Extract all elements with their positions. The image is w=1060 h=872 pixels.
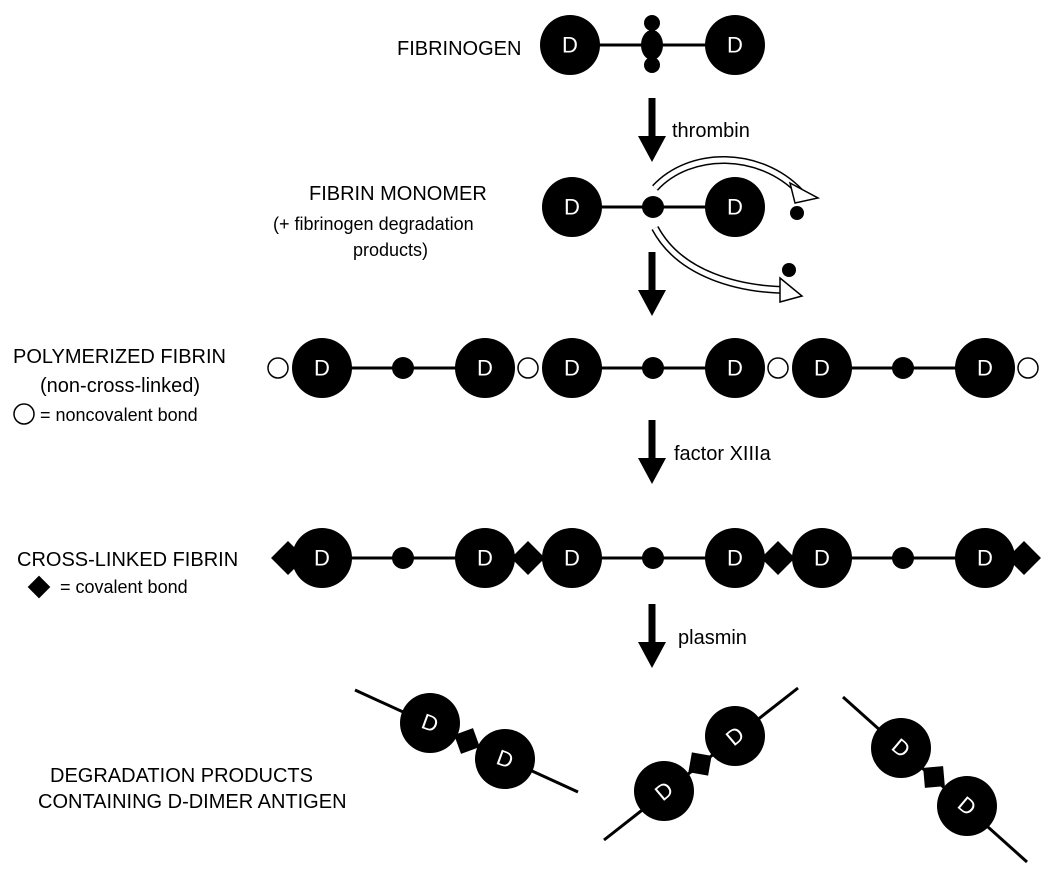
fibrinogen-label: FIBRINOGEN: [397, 38, 521, 60]
d-dimer-fragment: D D: [603, 686, 799, 842]
thrombin-arrow: [638, 98, 666, 162]
cross-linked-fibrin-chain: D D D D D D: [271, 528, 1041, 588]
d-dimer-fragment: D D: [354, 688, 579, 794]
fibrin-monomer-molecule: D D: [542, 177, 765, 237]
d-domain-label: D: [814, 356, 830, 381]
factor-xiiia-arrow: [638, 420, 666, 484]
d-domain-label: D: [727, 356, 743, 381]
fibrin-monomer-note-line-1: (+ fibrinogen degradation: [273, 214, 474, 234]
noncovalent-bond-legend-label: = noncovalent bond: [40, 405, 198, 425]
covalent-bond-legend-icon: [27, 575, 51, 599]
fibrin-monomer-note-line-2: products): [353, 240, 428, 260]
d-domain-label: D: [727, 195, 743, 220]
polymerized-fibrin-label: POLYMERIZED FIBRIN: [13, 346, 226, 368]
polymerized-fibrin-chain: D D D D D D: [267, 338, 1039, 398]
fibrinogen-molecule: D D: [540, 15, 765, 75]
d-domain-label: D: [562, 33, 578, 58]
d-domain-label: D: [477, 356, 493, 381]
d-domain-label: D: [477, 546, 493, 571]
d-domain-label: D: [977, 356, 993, 381]
d-domain-label: D: [727, 546, 743, 571]
noncovalent-bond-legend-icon: [13, 403, 35, 425]
d-domain-label: D: [814, 546, 830, 571]
cross-linked-fibrin-label: CROSS-LINKED FIBRIN: [17, 549, 238, 571]
fibrinopeptide-release-arrows: [651, 156, 821, 303]
thrombin-label: thrombin: [672, 120, 750, 142]
plasmin-arrow: [638, 604, 666, 668]
d-dimer-fragment: D D: [841, 695, 1029, 864]
degradation-products-label-line-1: DEGRADATION PRODUCTS: [50, 765, 313, 787]
polymerized-fibrin-note: (non-cross-linked): [40, 375, 200, 397]
d-domain-label: D: [314, 546, 330, 571]
plasmin-label: plasmin: [678, 627, 747, 649]
d-domain-label: D: [977, 546, 993, 571]
d-domain-label: D: [727, 33, 743, 58]
d-domain-label: D: [564, 356, 580, 381]
factor-xiiia-label: factor XIIIa: [674, 443, 772, 465]
d-domain-label: D: [314, 356, 330, 381]
d-domain-label: D: [564, 195, 580, 220]
polymerization-arrow: [638, 252, 666, 316]
covalent-bond-legend-label: = covalent bond: [60, 577, 188, 597]
degradation-products-label-line-2: CONTAINING D-DIMER ANTIGEN: [38, 791, 347, 813]
fibrin-monomer-label: FIBRIN MONOMER: [309, 183, 487, 205]
d-domain-label: D: [564, 546, 580, 571]
